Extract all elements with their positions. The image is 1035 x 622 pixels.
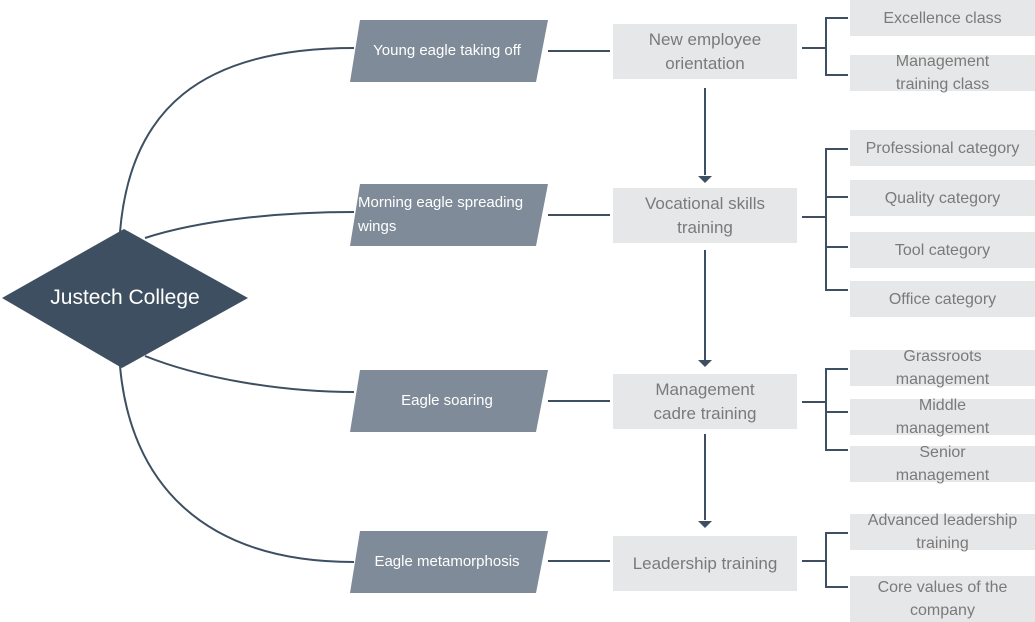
item-management-training-class: Management training class (850, 53, 1035, 93)
item-grassroots-management: Grassroots management (850, 348, 1035, 388)
curve-root-stage-1 (119, 47, 355, 233)
program-box-4: Leadership training (613, 536, 797, 591)
stage-shape-1 (350, 20, 548, 82)
item-professional-category: Professional category (850, 130, 1035, 166)
bracket-1 (802, 17, 848, 76)
item-excellence-class: Excellence class (850, 0, 1035, 36)
item-tool-category: Tool category (850, 232, 1035, 268)
curve-root-stage-4 (119, 365, 355, 563)
stage-label-4: Eagle metamorphosis (374, 553, 520, 570)
arrowhead-1 (698, 176, 712, 183)
program-box-2: Vocational skills training (613, 188, 797, 243)
stage-shape-3 (350, 370, 548, 432)
stage-shape-4 (350, 531, 548, 593)
item-senior-management: Senior management (850, 444, 1035, 484)
stage-label-1: Young eagle taking off (373, 42, 521, 59)
bracket-2 (802, 148, 848, 291)
item-office-category: Office category (850, 281, 1035, 317)
root-diamond (2, 229, 248, 368)
item-advanced-leadership-training: Advanced leadership training (850, 512, 1035, 552)
program-box-3: Management cadre training (613, 374, 797, 429)
item-quality-category: Quality category (850, 180, 1035, 216)
curve-root-stage-2 (144, 211, 355, 239)
arrowhead-2 (698, 360, 712, 367)
item-core-values: Core values of the company (850, 576, 1035, 622)
stage-label-2: Morning eagle spreading wings (358, 194, 524, 235)
item-middle-management: Middle management (850, 397, 1035, 437)
bracket-4 (802, 532, 848, 588)
stage-label-3: Eagle soaring (401, 392, 493, 409)
arrowhead-3 (698, 521, 712, 528)
curve-root-stage-3 (144, 355, 355, 393)
root-label: Justech College (50, 286, 200, 309)
program-box-1: New employee orientation (613, 24, 797, 79)
bracket-3 (802, 368, 848, 451)
stage-shape-2 (350, 184, 548, 246)
